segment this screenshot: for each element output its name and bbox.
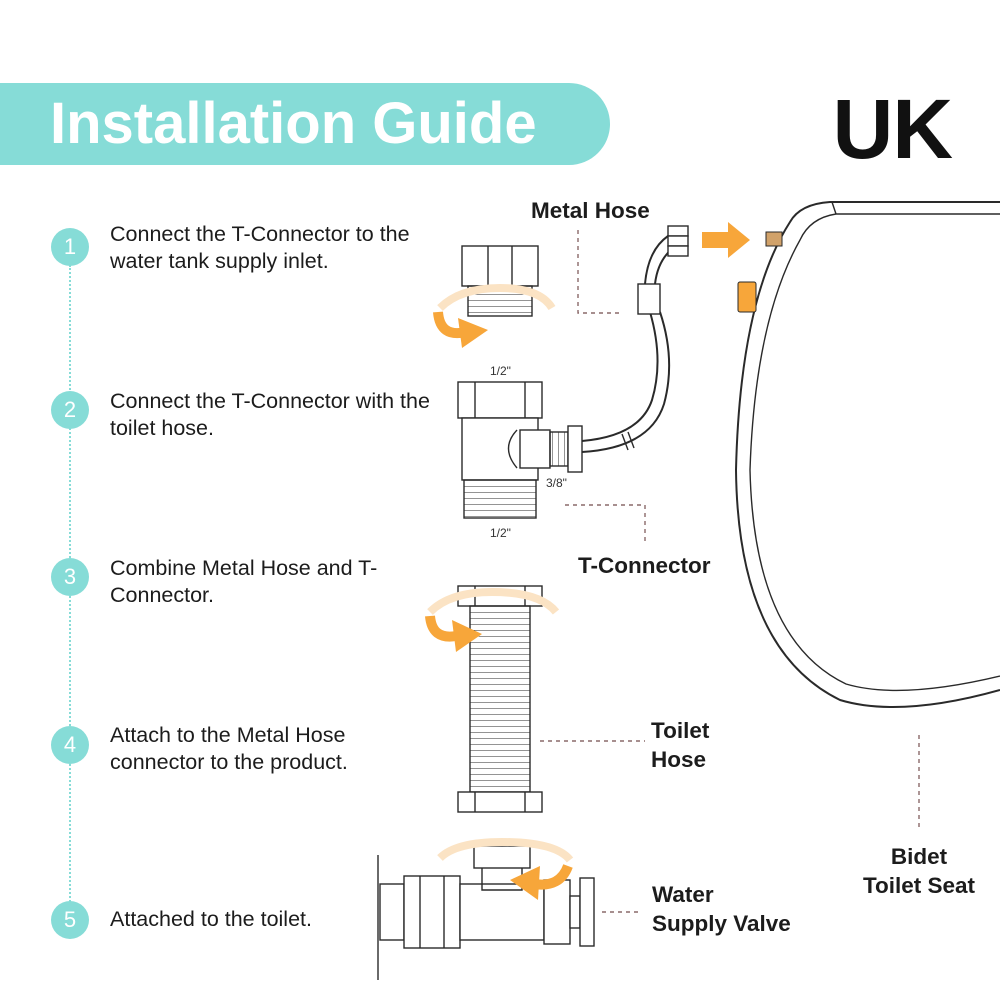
leader-lines [540,230,920,913]
step-3-badge: 3 [51,558,89,596]
curved-rotation-arrow-icon [433,283,556,348]
page-title: Installation Guide [50,91,537,156]
bidet-seat [734,201,1000,709]
dimension-top: 1/2" [490,364,511,378]
step-4-badge: 4 [51,726,89,764]
seat-inlet-port [765,231,783,247]
step-1-text: Connect the T-Connector to the water tan… [110,222,410,273]
right-arrow-icon [702,222,750,258]
toilet-hose [457,585,543,813]
step-1-badge: 1 [51,228,89,266]
title-banner [0,83,610,165]
callout-metal-hose: Metal Hose [531,198,650,223]
curved-rotation-arrow-icon [437,837,574,900]
step-3-text: Combine Metal Hose and T-Connector. [110,556,378,607]
step-2-text: Connect the T-Connector with the toilet … [110,389,430,440]
callout-toilet-hose: Toilet Hose [651,718,710,772]
region-label: UK [832,82,953,176]
metal-hose [581,225,689,453]
dimension-side: 3/8" [546,476,567,490]
step-5-badge: 5 [51,901,89,939]
callout-t-connector: T-Connector [578,553,711,578]
step-5-text: Attached to the toilet. [110,907,312,931]
dimension-bottom: 1/2" [490,526,511,540]
callout-bidet-seat: Bidet Toilet Seat [862,844,976,898]
inlet-adapter [461,245,539,317]
step-4-text: Attach to the Metal Hose connector to th… [110,723,348,774]
curved-rotation-arrow-icon [425,587,560,652]
water-supply-valve [377,845,595,980]
t-connector [457,381,583,519]
callout-water-supply-valve: Water Supply Valve [652,882,791,936]
seat-knob [737,281,757,313]
step-2-badge: 2 [51,391,89,429]
